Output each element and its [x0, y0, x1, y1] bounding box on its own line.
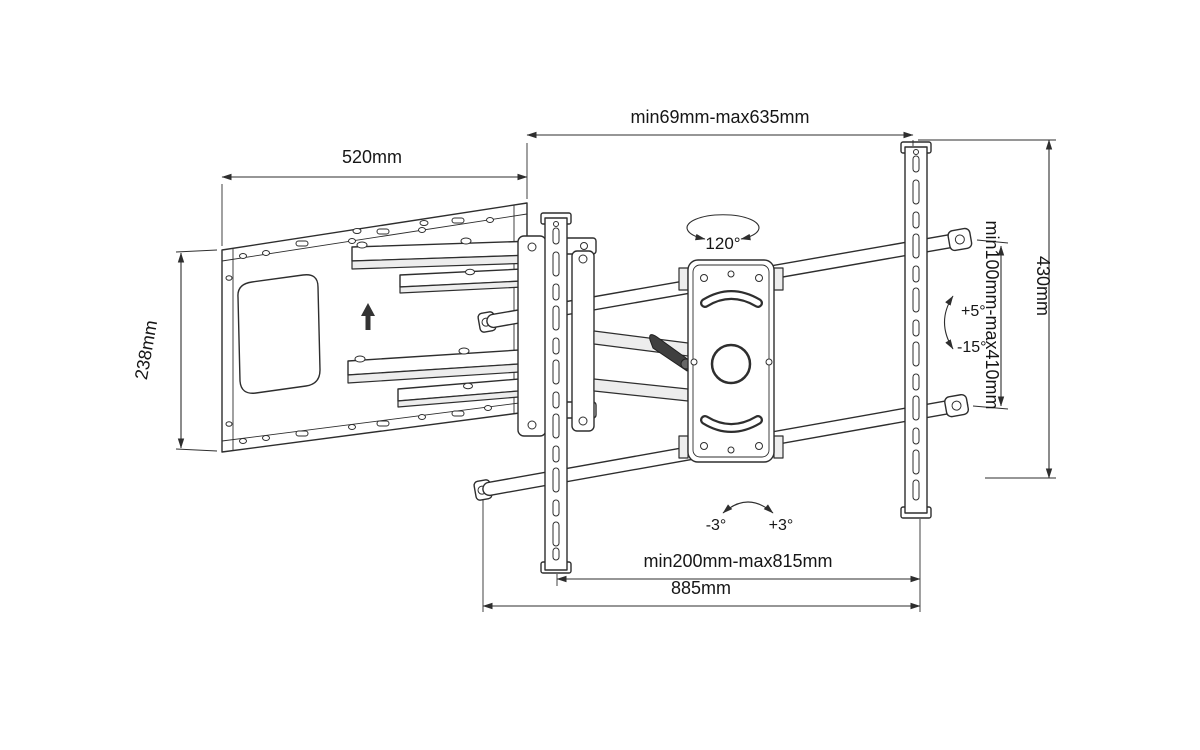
- roll-arc: [722, 501, 774, 514]
- angle-tilt: +5° -15°: [943, 295, 987, 356]
- angle-swivel: 120°: [686, 214, 760, 253]
- orientation-up-arrow-icon: [361, 303, 375, 330]
- angle-label-swivel: 120°: [705, 234, 740, 253]
- right-tv-rail: [900, 141, 932, 519]
- vesa-adapter-plate: [678, 259, 784, 463]
- dim-bracket-height: 430mm: [918, 139, 1056, 479]
- swivel-arc: [686, 214, 760, 241]
- angle-label-roll-right: +3°: [769, 517, 794, 534]
- dim-label-wall-plate-height: 238mm: [131, 319, 161, 382]
- angle-label-tilt-down: -15°: [957, 339, 987, 356]
- elbow-pivot-column: [517, 235, 547, 437]
- wall-plate-cutout: [237, 274, 321, 394]
- left-tv-rail: [540, 212, 572, 574]
- angle-label-roll-left: -3°: [706, 517, 727, 534]
- dim-rail-span-range: min200mm-max815mm: [556, 519, 921, 612]
- wall-plate-holes: [225, 217, 494, 444]
- dim-wall-plate-height: 238mm: [131, 249, 218, 452]
- dim-label-extension-range: min69mm-max635mm: [630, 107, 809, 127]
- vesa-center-hole: [710, 343, 752, 385]
- dim-crossbar-width: 885mm: [482, 499, 921, 612]
- dim-label-bracket-height: 430mm: [1033, 256, 1053, 316]
- tilt-link-bars: [593, 330, 689, 402]
- dim-label-crossbar-width: 885mm: [671, 578, 731, 598]
- dim-label-vesa-vertical-range: min100mm-max410mm: [982, 220, 1002, 409]
- angle-label-tilt-up: +5°: [961, 303, 986, 320]
- dim-extension-range: min69mm-max635mm: [526, 107, 914, 199]
- dim-wall-plate-width: 520mm: [221, 147, 528, 246]
- lower-arm: [347, 347, 544, 408]
- angle-roll: -3° +3°: [706, 501, 794, 534]
- dim-vesa-vertical-range: min100mm-max410mm: [972, 220, 1009, 410]
- dim-label-rail-span-range: min200mm-max815mm: [643, 551, 832, 571]
- dim-label-wall-plate-width: 520mm: [342, 147, 402, 167]
- tilt-arc: [943, 295, 954, 350]
